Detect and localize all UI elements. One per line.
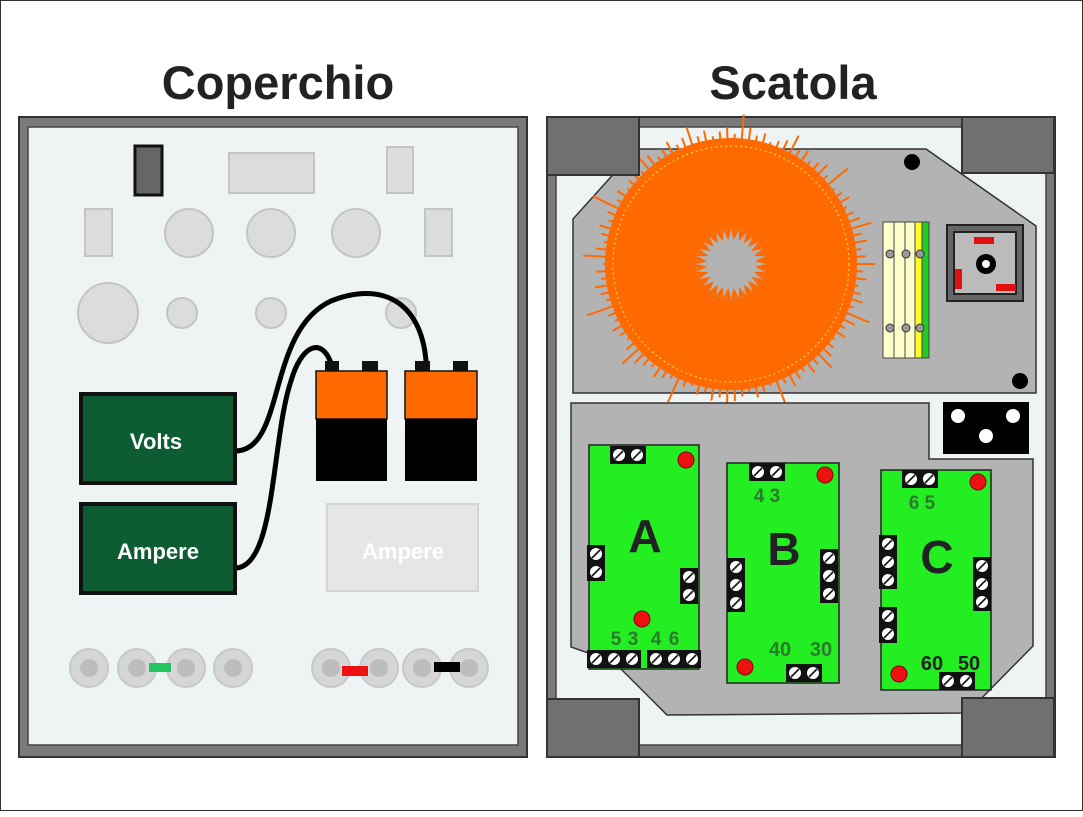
screw-terminal-block: [587, 650, 641, 668]
toroid-inner-tooth: [703, 280, 715, 292]
screw-terminal-block: [647, 650, 701, 668]
volts-meter: Volts: [79, 392, 237, 485]
green-jumper: [149, 663, 171, 672]
toroid-inner-tooth: [731, 287, 739, 299]
toroid-inner-tooth: [699, 242, 711, 252]
board-b-top-label: 4 3: [754, 486, 780, 507]
screw-terminal-block: [610, 446, 646, 464]
board-b: B 4 3 40 30: [726, 462, 840, 684]
toroid-inner-tooth: [743, 284, 753, 296]
switch-component: [133, 144, 164, 197]
terminal-strip: [882, 221, 930, 359]
screw-terminal-block: [973, 557, 991, 611]
board-c: C 6 5 60 50: [879, 469, 992, 691]
board-a: A 5 3 4 6: [587, 444, 701, 670]
board-b-letter: B: [767, 523, 800, 575]
toroid-inner-tooth: [743, 232, 753, 244]
toroid-inner-tooth: [754, 256, 766, 264]
toroidal-transformer: [583, 114, 875, 410]
lid-title: Coperchio: [162, 56, 394, 109]
toroid-inner-tooth: [751, 242, 763, 252]
screw-terminal-block: [680, 568, 698, 604]
screw-terminal-block: [939, 672, 975, 690]
ampere-meter-ghost: Ampere: [326, 503, 479, 592]
toroid-inner-tooth: [715, 286, 724, 299]
board-c-top-label: 6 5: [909, 493, 936, 514]
black-jumper: [434, 662, 460, 672]
toroid-inner-tooth: [747, 236, 759, 248]
toroid-inner-tooth: [709, 284, 719, 296]
volts-label: Volts: [130, 429, 182, 454]
ampere-label: Ampere: [117, 539, 199, 564]
screw-terminal-block: [749, 463, 785, 481]
toroid-inner-tooth: [696, 271, 709, 280]
toroid-inner-tooth: [738, 229, 747, 242]
battery-left: [315, 361, 388, 481]
board-b-label-30: 30: [810, 639, 832, 661]
mount-hole-top: [904, 154, 920, 170]
toroid-inner-tooth: [699, 276, 711, 286]
toroid-inner-tooth: [723, 229, 731, 241]
board-b-label-40: 40: [769, 639, 791, 661]
toroid-inner-tooth: [731, 229, 739, 241]
screw-terminal-block: [587, 545, 605, 581]
toroid-inner-tooth: [696, 256, 708, 264]
screw-terminal-block: [902, 470, 938, 488]
svg-text:5: 5: [611, 629, 622, 650]
toroid-inner-tooth: [753, 248, 766, 257]
red-jumper: [342, 666, 368, 676]
board-c-label-60: 60: [921, 653, 943, 675]
corner-brackets: [546, 116, 1055, 758]
screw-terminal-block: [820, 549, 838, 603]
toroid-inner-tooth: [751, 276, 763, 286]
svg-text:4: 4: [651, 629, 662, 650]
mount-hole-bottom: [1012, 373, 1028, 389]
board-c-letter: C: [920, 531, 953, 583]
ghost-components: [77, 146, 453, 344]
toroid-inner-tooth: [709, 232, 719, 244]
ampere-ghost-label: Ampere: [362, 539, 444, 564]
ampere-meter: Ampere: [79, 502, 237, 595]
battery-right: [404, 361, 478, 481]
toroid-inner-tooth: [715, 229, 724, 242]
toroid-inner-tooth: [738, 286, 747, 299]
toroid-inner-tooth: [696, 264, 708, 272]
toroid-inner-tooth: [754, 264, 766, 272]
screw-terminal-block: [727, 558, 745, 612]
screw-terminal-block: [786, 664, 822, 682]
board-a-letter: A: [628, 510, 661, 562]
board-a-terminal-labels: 5 3 4 6: [611, 629, 680, 650]
toroid-inner-tooth: [703, 236, 715, 248]
output-socket: [943, 402, 1029, 454]
screw-terminal-block: [879, 607, 897, 643]
lid-wires: [232, 291, 429, 571]
box-title: Scatola: [709, 56, 877, 109]
svg-text:6: 6: [669, 629, 680, 650]
toroid-inner-tooth: [747, 280, 759, 292]
toroid-inner-tooth: [723, 287, 731, 299]
toroid-inner-tooth: [696, 248, 709, 257]
screw-terminal-block: [879, 535, 897, 589]
power-inlet: [946, 224, 1024, 302]
board-c-label-50: 50: [958, 653, 980, 675]
toroid-inner-tooth: [753, 271, 766, 280]
svg-text:3: 3: [628, 629, 639, 650]
